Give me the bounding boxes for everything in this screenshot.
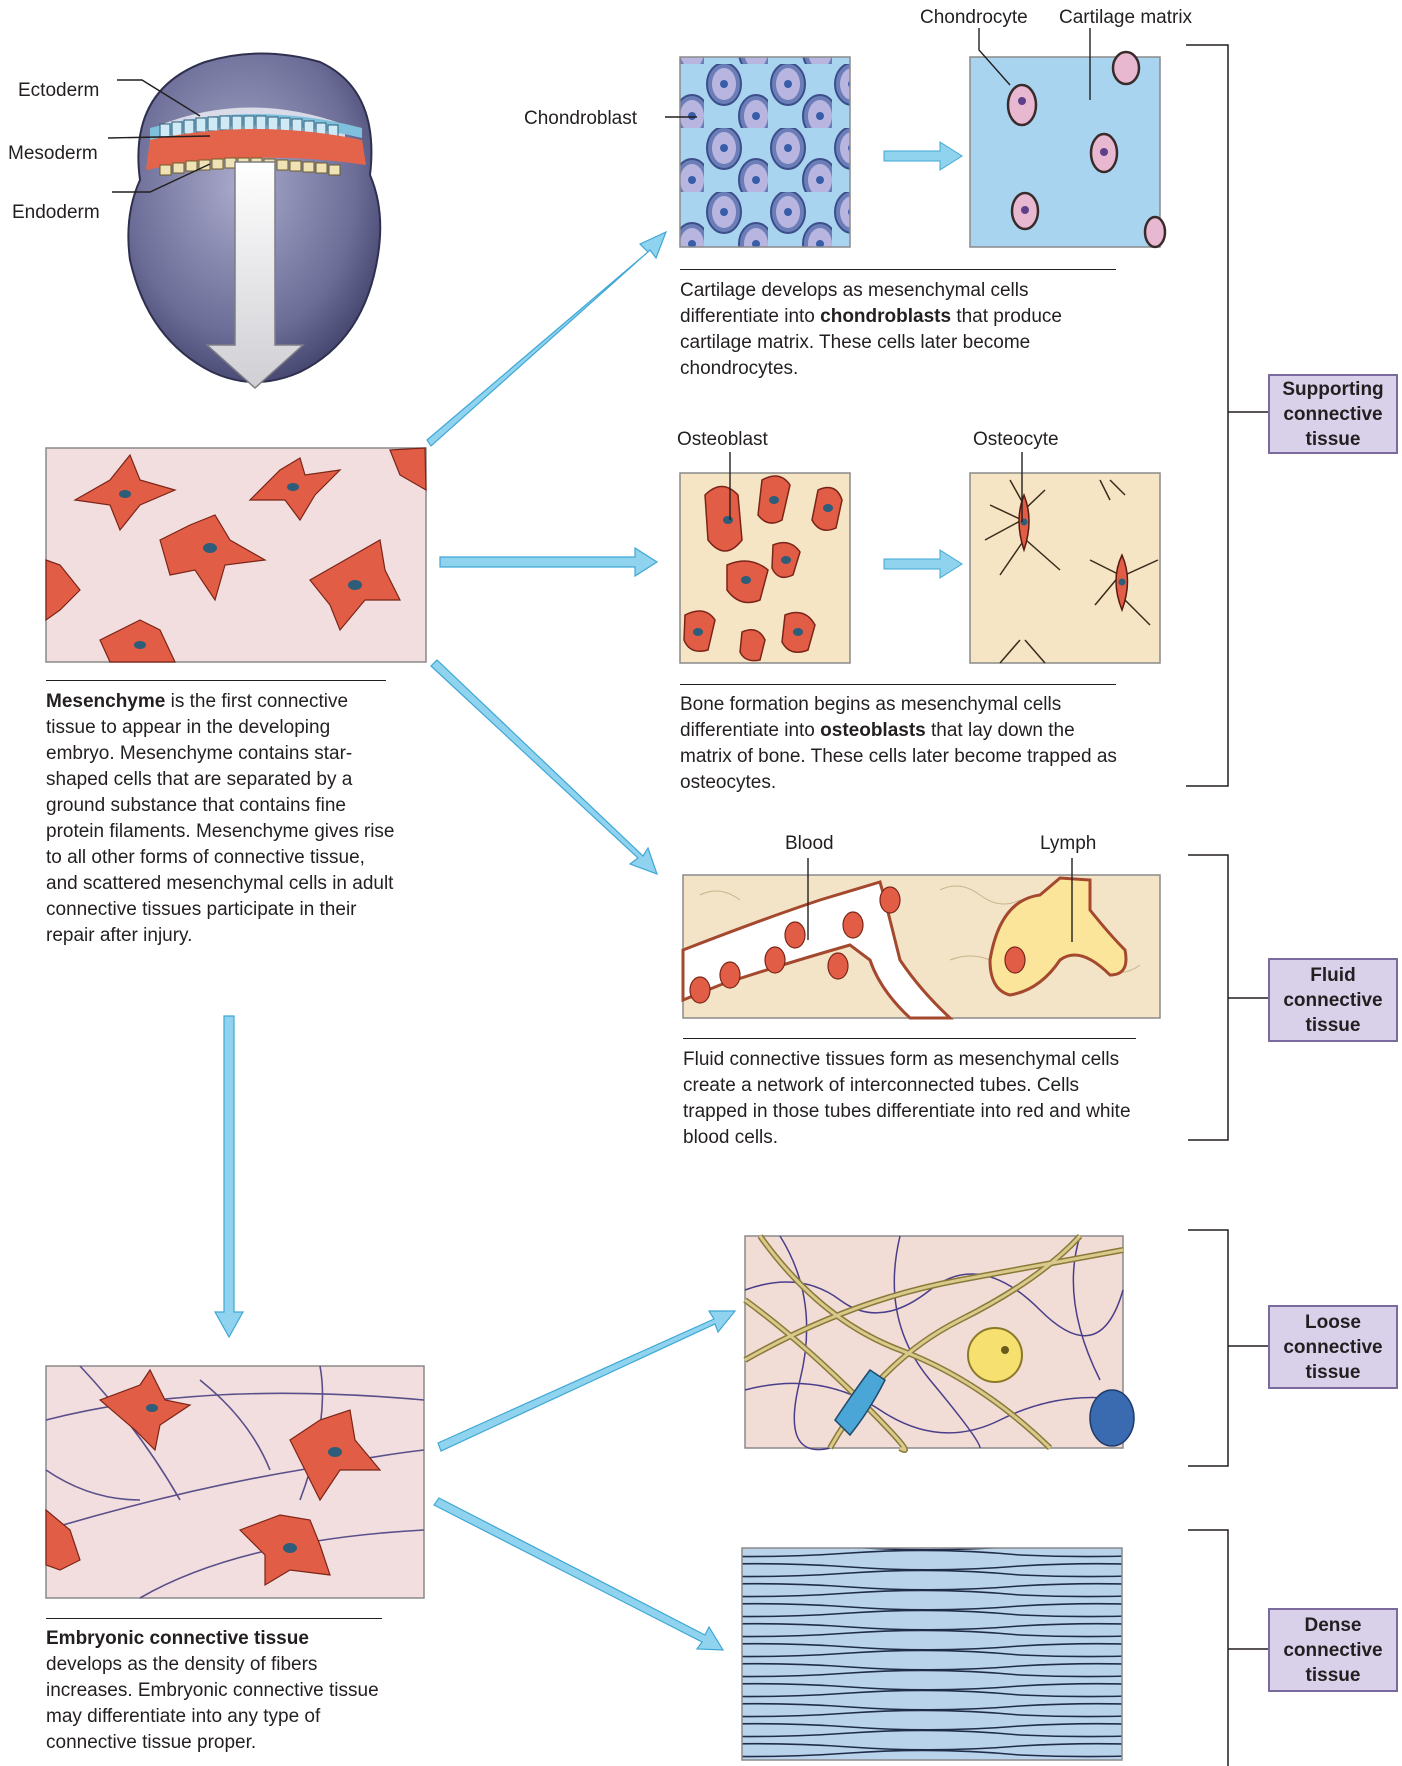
blood-lymph-panel xyxy=(683,858,1160,1018)
cartilage-caption-rule xyxy=(680,269,1116,270)
osteoblast-label: Osteoblast xyxy=(677,429,768,451)
fluid-caption-rule xyxy=(683,1038,1136,1039)
osteoblast-panel xyxy=(680,473,850,663)
lymph-label: Lymph xyxy=(1040,833,1096,855)
mesenchyme-caption-rule xyxy=(46,680,386,681)
ectoderm-label: Ectoderm xyxy=(18,80,99,102)
cartilage-caption: Cartilage develops as mesenchymal cells … xyxy=(680,278,1120,382)
osteocyte-label: Osteocyte xyxy=(973,429,1059,451)
embryonic-panel xyxy=(46,1366,424,1598)
osteocyte-panel xyxy=(970,473,1160,663)
mesenchyme-panel xyxy=(46,448,426,662)
mesenchyme-caption: Mesenchyme is the first connective tissu… xyxy=(46,689,396,949)
embryonic-caption-rule xyxy=(46,1618,382,1619)
bone-caption: Bone formation begins as mesenchymal cel… xyxy=(680,692,1120,796)
blood-label: Blood xyxy=(785,833,834,855)
chondroblast-label: Chondroblast xyxy=(524,108,637,130)
chondroblast-panel xyxy=(680,57,850,247)
chondrocyte-label: Chondrocyte xyxy=(920,7,1028,29)
embryonic-caption: Embryonic connective tissue develops as … xyxy=(46,1626,386,1756)
fluid-caption: Fluid connective tissues form as mesench… xyxy=(683,1047,1138,1151)
category-brackets xyxy=(1186,45,1268,1766)
endoderm-label: Endoderm xyxy=(12,202,100,224)
chondrocyte-panel xyxy=(970,52,1165,247)
bone-caption-rule xyxy=(680,684,1116,685)
dense-tissue-panel xyxy=(742,1548,1122,1760)
mesoderm-label: Mesoderm xyxy=(8,143,98,165)
loose-tissue-panel xyxy=(745,1236,1134,1450)
cartilage-matrix-label: Cartilage matrix xyxy=(1059,7,1192,29)
